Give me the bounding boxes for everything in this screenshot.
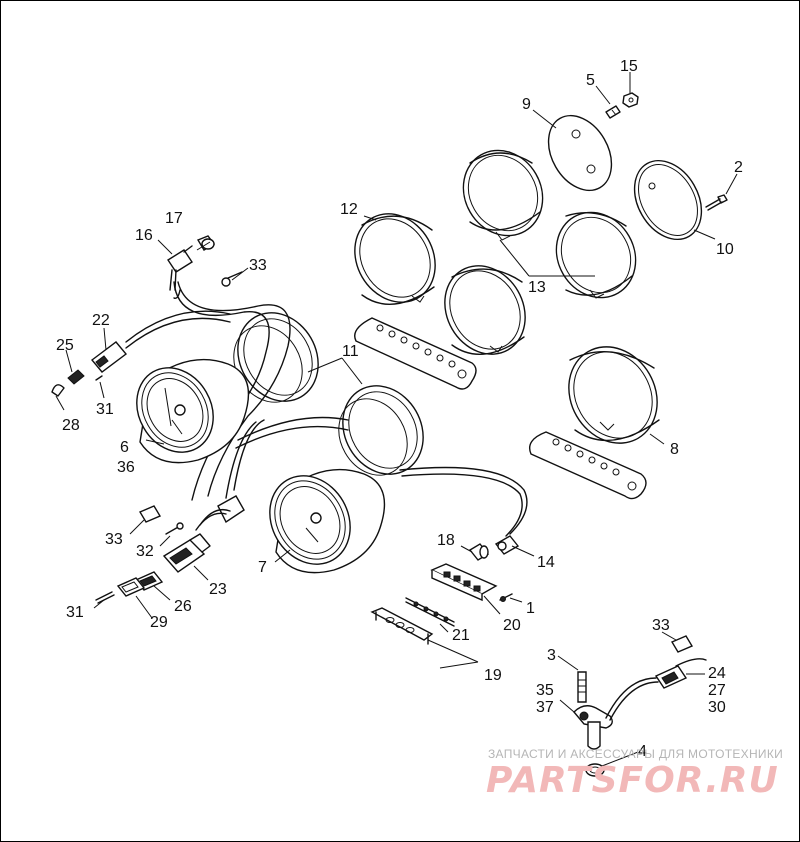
part-5-screw — [605, 105, 621, 119]
label-18: 18 — [437, 532, 455, 549]
label-4: 4 — [638, 743, 647, 760]
part-35-sensor — [573, 677, 659, 750]
label-11: 11 — [342, 343, 359, 360]
label-35: 35 — [536, 682, 554, 699]
part-12-dual-bracket — [354, 213, 526, 390]
part-11-ring-lower — [338, 385, 424, 476]
part-15-nut — [622, 92, 639, 108]
part-33-clip-left — [138, 505, 162, 523]
label-2: 2 — [734, 159, 743, 176]
label-15: 15 — [620, 58, 638, 75]
label-30: 30 — [708, 699, 726, 716]
label-12: 12 — [340, 201, 358, 218]
part-28-clip — [51, 384, 65, 397]
part-34-screw — [221, 271, 243, 287]
label-26: 26 — [174, 598, 192, 615]
label-1: 1 — [526, 600, 535, 617]
label-3: 3 — [547, 647, 556, 664]
part-9-gasket — [547, 114, 613, 192]
part-8-single-bracket — [528, 346, 660, 500]
watermark-brand: PARTSFOR.RU — [486, 760, 779, 801]
part-29-gasket — [116, 577, 146, 597]
part-24-connector — [654, 658, 707, 689]
part-2-screw — [705, 194, 728, 211]
part-7-gauge — [269, 468, 386, 574]
part-14-socket — [494, 535, 520, 555]
part-10-lens-plate — [633, 159, 703, 241]
label-22: 22 — [92, 312, 110, 329]
label-33-left: 33 — [105, 531, 123, 548]
label-28: 28 — [62, 417, 80, 434]
part-6-gauge — [136, 358, 250, 464]
part-25-terminal — [67, 369, 85, 385]
label-25: 25 — [56, 337, 74, 354]
part-31-pin-lower — [95, 591, 115, 604]
label-31-lower: 31 — [66, 604, 84, 621]
part-3-bolt — [577, 671, 587, 703]
part-16-bulb-socket — [167, 245, 193, 291]
label-21: 21 — [452, 627, 470, 644]
label-33-right: 33 — [652, 617, 670, 634]
part-4-o-ring — [585, 763, 605, 777]
label-16: 16 — [135, 227, 153, 244]
part-number-labels: 2 9 5 15 10 12 13 11 8 6 36 7 17 16 33 2… — [56, 58, 743, 760]
label-17: 17 — [165, 210, 183, 227]
part-31-pin-upper — [95, 375, 103, 381]
label-19: 19 — [484, 667, 502, 684]
label-9: 9 — [522, 96, 531, 113]
part-19-indicator-panel — [370, 607, 434, 645]
label-24: 24 — [708, 665, 726, 682]
label-20: 20 — [503, 617, 521, 634]
label-7: 7 — [258, 559, 267, 576]
label-32: 32 — [136, 543, 154, 560]
part-32-screw — [165, 522, 184, 535]
part-13-bezel-upper — [462, 149, 544, 241]
label-37: 37 — [536, 699, 554, 716]
label-8: 8 — [670, 441, 679, 458]
label-29: 29 — [150, 614, 168, 631]
label-27: 27 — [708, 682, 726, 699]
label-14: 14 — [537, 554, 555, 571]
part-21-lens-strip — [405, 597, 455, 627]
part-20-indicator-housing — [430, 563, 498, 602]
label-23: 23 — [209, 581, 227, 598]
part-23-connector-housing — [162, 533, 211, 573]
part-18-bulb — [468, 543, 490, 561]
label-36: 36 — [117, 459, 135, 476]
label-10: 10 — [716, 241, 734, 258]
label-6: 6 — [120, 439, 129, 456]
part-33-clip-right — [670, 635, 694, 653]
watermark-caption: ЗАПЧАСТИ И АКСЕССУАРЫ ДЛЯ МОТОТЕХНИКИ — [488, 747, 784, 761]
label-5: 5 — [586, 72, 595, 89]
label-31-upper: 31 — [96, 401, 114, 418]
leader-lines — [55, 72, 738, 767]
part-13-bezel-lower — [555, 211, 637, 299]
part-11-ring-upper — [233, 312, 319, 403]
label-13: 13 — [528, 279, 546, 296]
part-1-screw — [499, 593, 513, 602]
part-22-connector — [90, 341, 128, 373]
label-34: 33 — [249, 257, 267, 274]
